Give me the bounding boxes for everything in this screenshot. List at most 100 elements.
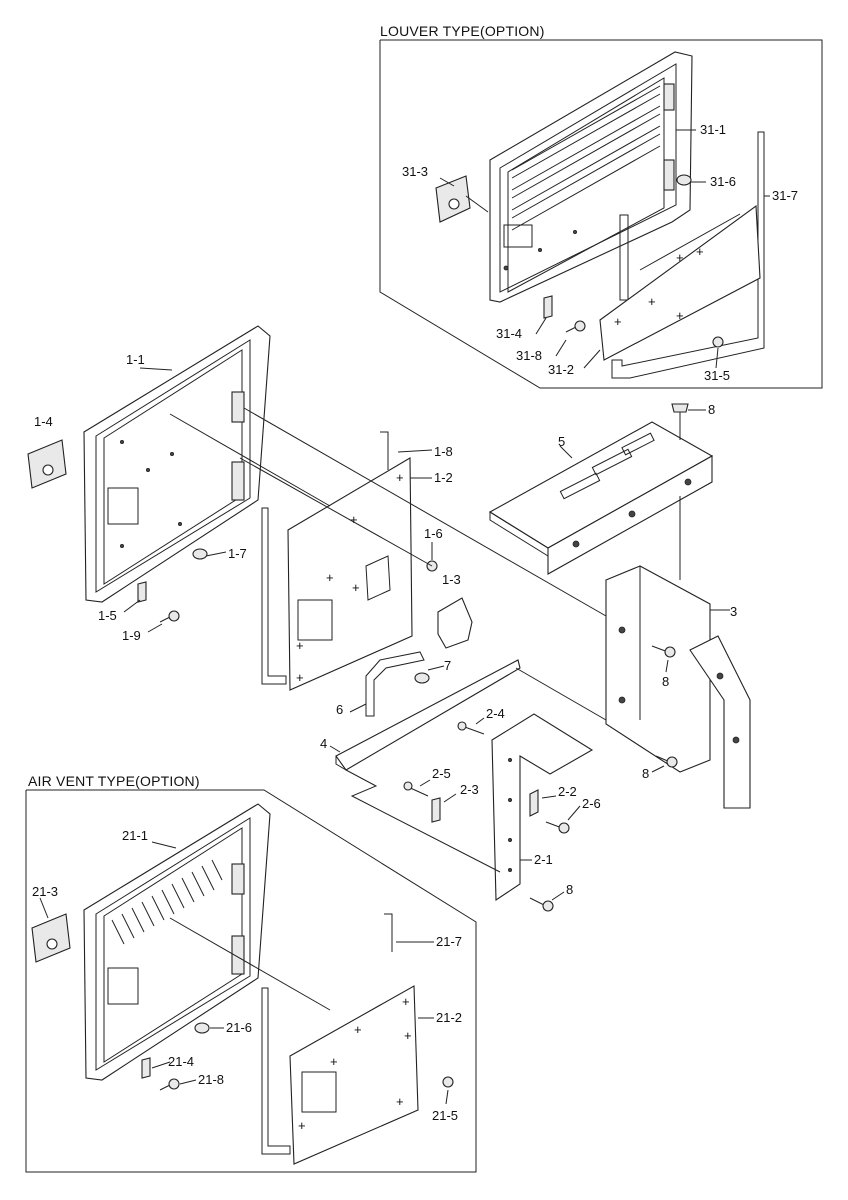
bolt-21-8 <box>159 1078 180 1091</box>
svg-text:+: + <box>696 244 704 259</box>
svg-text:+: + <box>396 470 404 485</box>
label-5: 5 <box>558 434 565 449</box>
seal-31-7 <box>611 131 765 379</box>
seal-1-8 <box>261 431 389 685</box>
svg-text:+: + <box>402 994 410 1009</box>
bolt-8-low <box>655 755 678 768</box>
label-21-1: 21-1 <box>122 828 148 843</box>
label-8-top: 8 <box>708 402 715 417</box>
label-21-2: 21-2 <box>436 1010 462 1025</box>
label-2-2: 2-2 <box>558 784 577 799</box>
svg-text:+: + <box>354 1022 362 1037</box>
label-1-6: 1-6 <box>424 526 443 541</box>
label-31-2: 31-2 <box>548 362 574 377</box>
bolt-1-9 <box>159 610 180 623</box>
panel-31-2: + + + + + <box>599 204 761 361</box>
air-vent-option-section: AIR VENT TYPE(OPTION) <box>25 773 477 1173</box>
grommet-7 <box>414 672 430 684</box>
label-2-1: 2-1 <box>534 852 553 867</box>
grommet-21-5 <box>442 1076 454 1088</box>
label-1-7: 1-7 <box>228 546 247 561</box>
svg-text:+: + <box>326 570 334 585</box>
bolt-8-mid <box>651 645 676 658</box>
label-21-5: 21-5 <box>432 1108 458 1123</box>
svg-text:+: + <box>676 308 684 323</box>
air-vent-section-title: AIR VENT TYPE(OPTION) <box>28 773 200 789</box>
label-31-6: 31-6 <box>710 174 736 189</box>
plate-2-2 <box>529 789 539 817</box>
svg-text:+: + <box>330 1054 338 1069</box>
label-21-4: 21-4 <box>168 1054 194 1069</box>
label-6: 6 <box>336 702 343 717</box>
louver-slats <box>511 85 661 231</box>
pin-2-4 <box>457 721 485 735</box>
plate-2-3 <box>431 797 441 823</box>
label-2-3: 2-3 <box>460 782 479 797</box>
bracket-31-4 <box>543 295 553 319</box>
label-2-5: 2-5 <box>432 766 451 781</box>
stay-2-1 <box>491 713 594 902</box>
louver-option-section: LOUVER TYPE(OPTION) <box>379 23 823 389</box>
panel-21-2: + + + + + + <box>289 985 419 1165</box>
svg-text:+: + <box>648 294 656 309</box>
bracket-21-4 <box>141 1057 151 1079</box>
grommet-21-6 <box>194 1022 210 1034</box>
cover-1-3 <box>437 597 473 649</box>
bolt-8-bottom <box>529 897 554 912</box>
bracket-5 <box>488 421 714 575</box>
label-8-mid: 8 <box>662 674 669 689</box>
svg-text:+: + <box>350 512 358 527</box>
label-31-5: 31-5 <box>704 368 730 383</box>
label-1-5: 1-5 <box>98 608 117 623</box>
label-1-3: 1-3 <box>442 572 461 587</box>
label-7: 7 <box>444 658 451 673</box>
label-1-4: 1-4 <box>34 414 53 429</box>
label-1-2: 1-2 <box>434 470 453 485</box>
bolt-8-top <box>671 403 689 440</box>
svg-text:+: + <box>676 250 684 265</box>
label-1-1: 1-1 <box>126 352 145 367</box>
latch-31-3 <box>435 175 489 223</box>
svg-text:+: + <box>296 670 304 685</box>
grommet-1-7 <box>192 548 208 560</box>
latch-1-4 <box>27 439 67 489</box>
svg-text:+: + <box>396 1094 404 1109</box>
latch-21-3 <box>31 913 71 963</box>
svg-text:+: + <box>614 314 622 329</box>
label-3: 3 <box>730 604 737 619</box>
label-31-1: 31-1 <box>700 122 726 137</box>
bolt-31-8 <box>565 320 586 333</box>
label-21-7: 21-7 <box>436 934 462 949</box>
bolt-2-5 <box>403 781 429 797</box>
label-8-bottom: 8 <box>566 882 573 897</box>
label-4: 4 <box>320 736 327 751</box>
label-31-7: 31-7 <box>772 188 798 203</box>
svg-text:+: + <box>352 580 360 595</box>
pipe-6 <box>365 651 425 717</box>
louver-door-31-1 <box>489 51 693 303</box>
bolt-2-6 <box>545 821 570 834</box>
main-door-1-1 <box>83 325 271 603</box>
seal-21-7 <box>261 913 393 1155</box>
label-21-6: 21-6 <box>226 1020 252 1035</box>
grommet-31-6 <box>676 174 692 186</box>
assembly-guide-lines <box>169 407 681 873</box>
cover-3 <box>605 565 751 809</box>
label-31-3: 31-3 <box>402 164 428 179</box>
svg-text:+: + <box>404 1028 412 1043</box>
panel-1-2: + + + + + + <box>287 457 413 691</box>
label-31-8: 31-8 <box>516 348 542 363</box>
label-21-8: 21-8 <box>198 1072 224 1087</box>
louver-section-title: LOUVER TYPE(OPTION) <box>380 23 545 39</box>
label-8-low: 8 <box>642 766 649 781</box>
bracket-1-5 <box>137 581 147 603</box>
label-31-4: 31-4 <box>496 326 522 341</box>
svg-text:+: + <box>298 1118 306 1133</box>
label-1-8: 1-8 <box>434 444 453 459</box>
air-vent-slots <box>111 859 223 945</box>
label-1-9: 1-9 <box>122 628 141 643</box>
label-2-4: 2-4 <box>486 706 505 721</box>
air-vent-door-21-1 <box>83 803 271 1081</box>
